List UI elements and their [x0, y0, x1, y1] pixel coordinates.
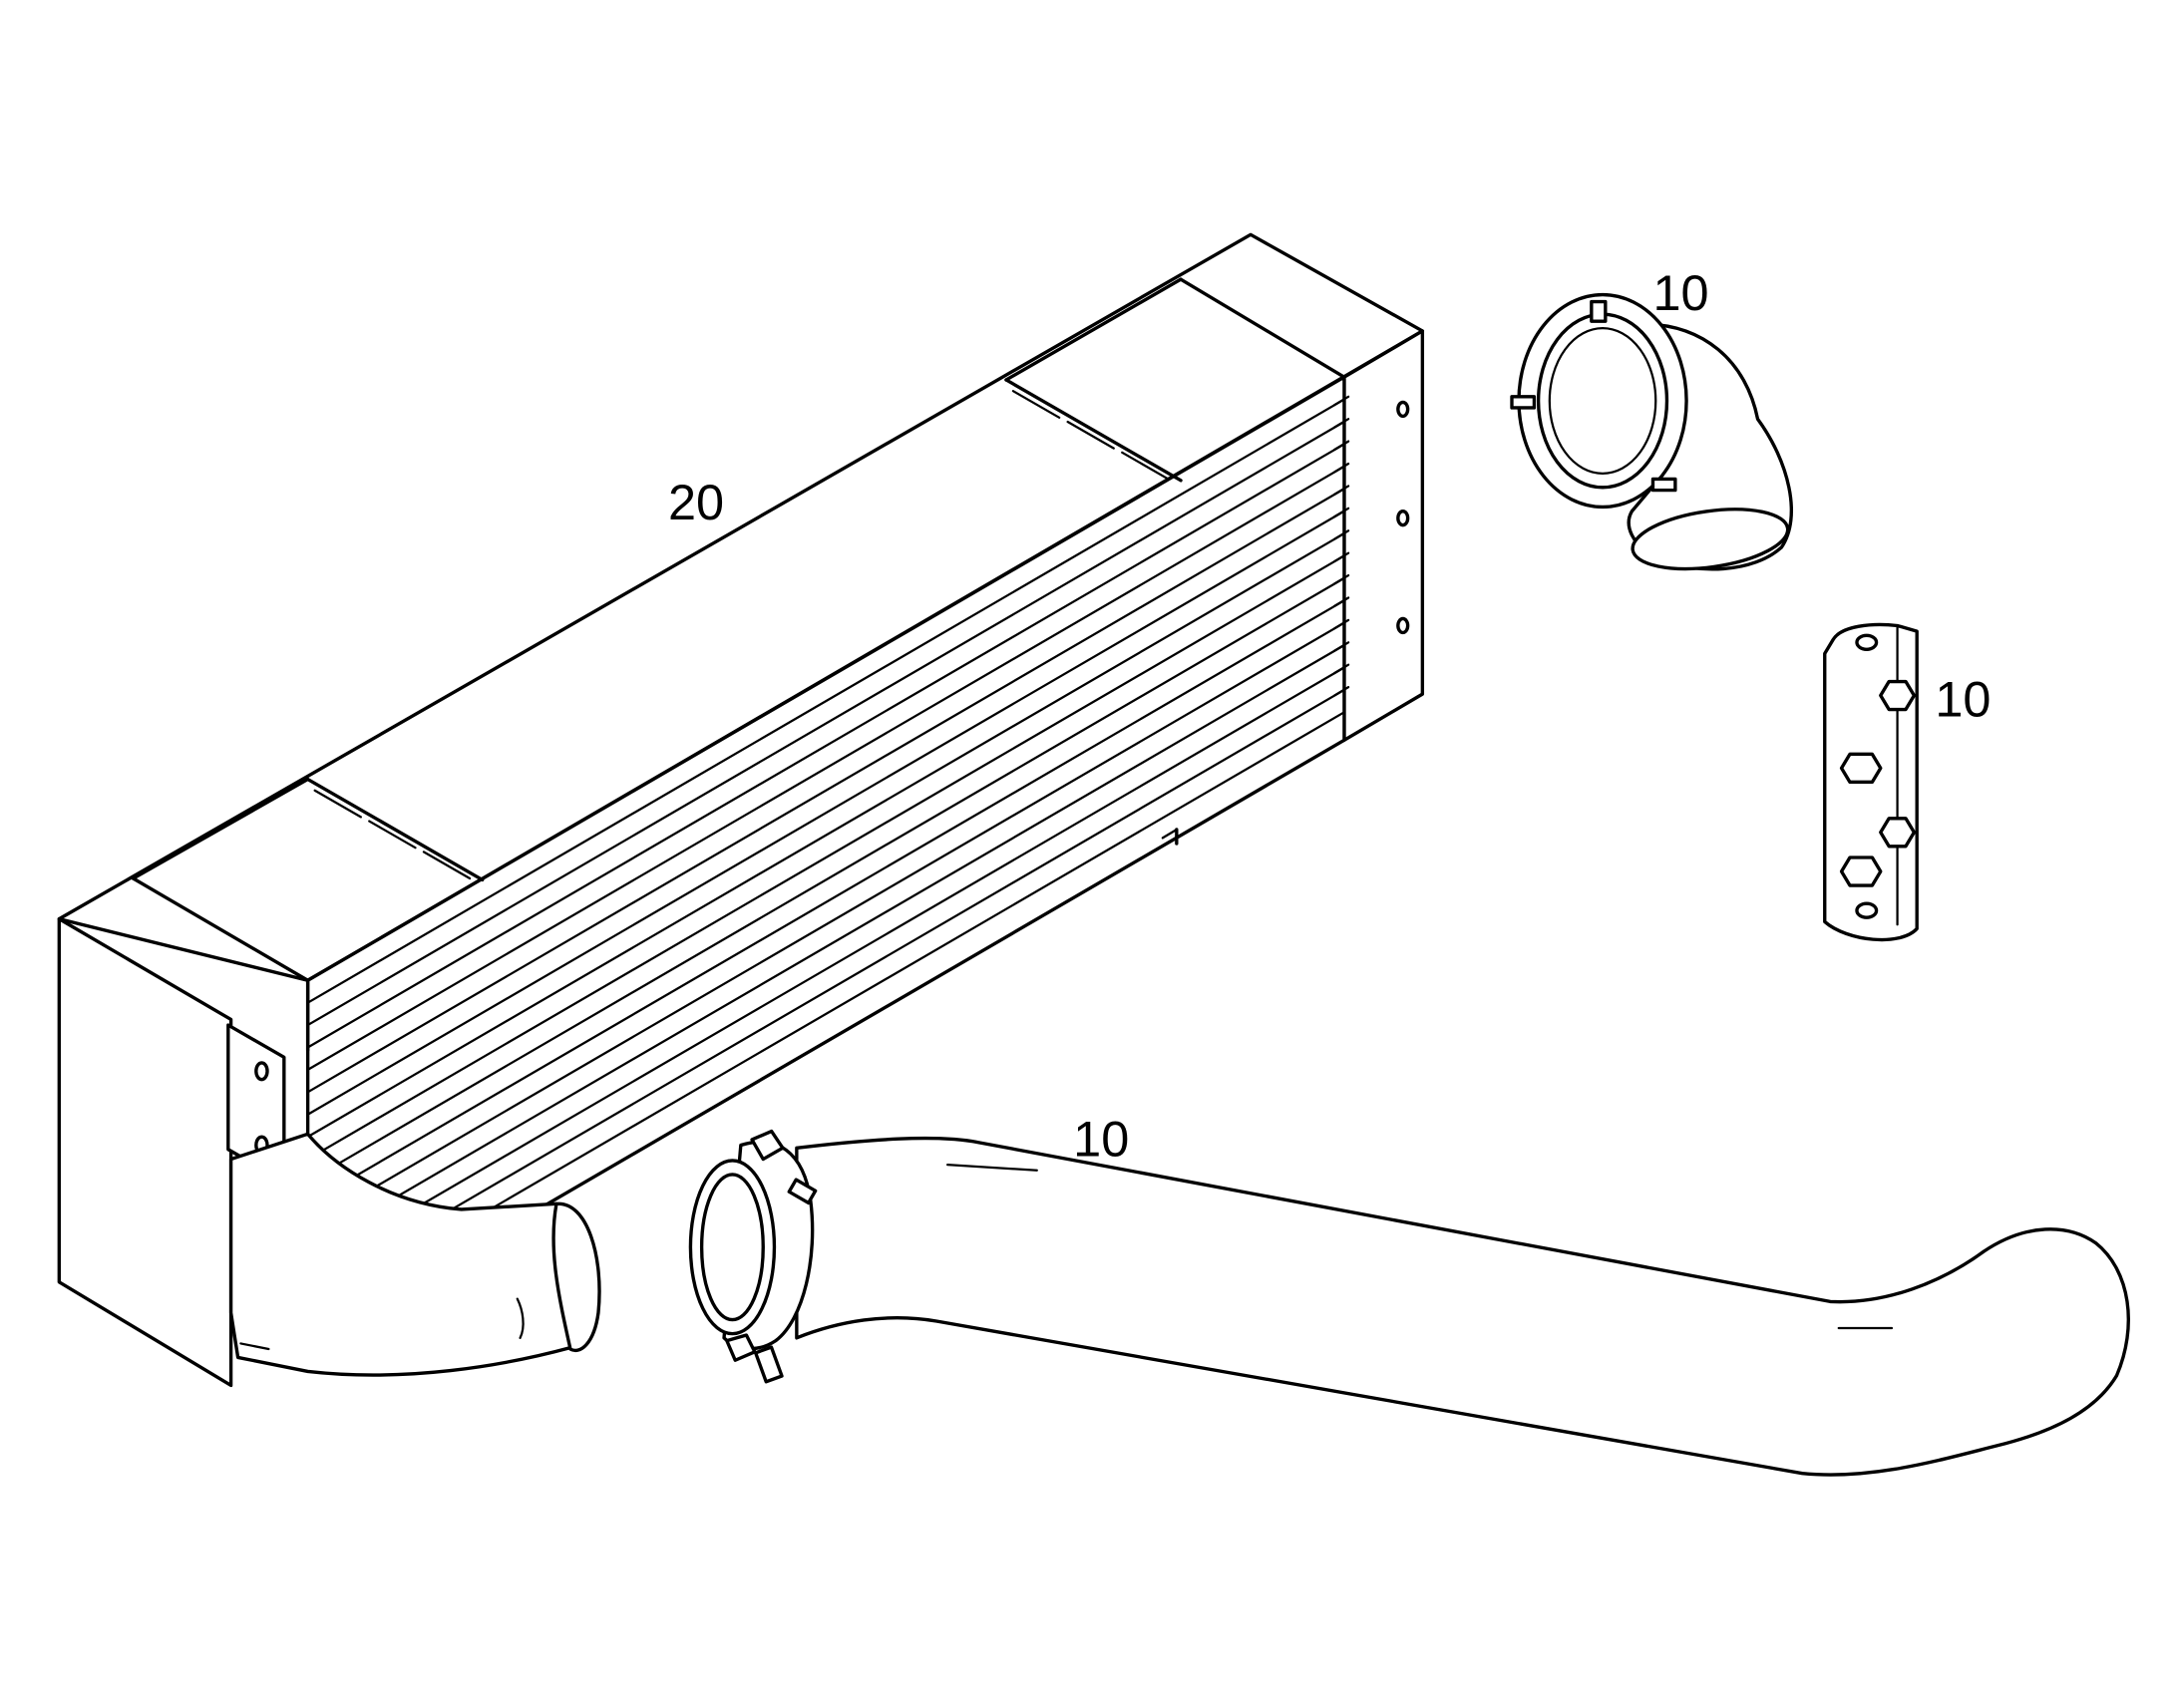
bracket-bolt-4	[1839, 855, 1883, 887]
charge-pipe	[688, 1129, 2130, 1477]
fin-comb	[1332, 395, 1350, 697]
right-tank-cap-edge	[1179, 277, 1346, 379]
callout-elbow-hose: 10	[1652, 264, 1708, 321]
elbow-hose-outlet	[1631, 508, 1790, 571]
left-mounting-tab	[226, 1023, 286, 1184]
pipe-seam-1	[946, 1164, 1038, 1172]
top-plate-right	[1004, 277, 1183, 483]
elbow-flange-inner	[1536, 312, 1669, 490]
elbow-stud-top	[1590, 299, 1608, 323]
bracket-bolt-1	[1879, 679, 1917, 712]
intercooler-left-end-face	[57, 916, 233, 1388]
mounting-hole-2	[1396, 509, 1410, 527]
elbow-stud-right	[1650, 477, 1677, 493]
callout-intercooler: 20	[668, 474, 724, 530]
top-plate-left	[131, 777, 485, 882]
left-tank-cap-edge	[131, 876, 310, 982]
callout-charge-pipe: 10	[1073, 1111, 1129, 1168]
intercooler-fins	[306, 398, 1346, 1317]
intercooler	[57, 232, 1425, 1388]
bottom-plate-slot	[1161, 828, 1178, 840]
mounting-hole-1	[1396, 400, 1410, 419]
elbow-flange-bore	[1548, 327, 1657, 475]
elbow-hose	[1510, 292, 1793, 571]
intercooler-right-end-face	[1342, 329, 1425, 743]
pipe-inlet-inner	[699, 1173, 765, 1322]
outlet-flange	[551, 1201, 601, 1353]
bracket-hole-top	[1855, 633, 1879, 651]
mounting-hole-3	[1396, 616, 1410, 635]
clamp-bolt-bottom	[725, 1333, 784, 1384]
bracket-hole-bottom	[1855, 901, 1879, 919]
bracket-bolt-3	[1879, 817, 1917, 849]
bracket-bolt-2	[1839, 752, 1883, 785]
callout-bracket: 10	[1935, 671, 1991, 728]
outlet-seam	[239, 1342, 270, 1351]
elbow-stud-left	[1510, 395, 1537, 410]
outlet-weld-mark	[516, 1297, 525, 1339]
clamp-bolt-top	[750, 1129, 818, 1205]
charge-pipe-body	[795, 1136, 2130, 1477]
bracket	[1823, 622, 1919, 942]
